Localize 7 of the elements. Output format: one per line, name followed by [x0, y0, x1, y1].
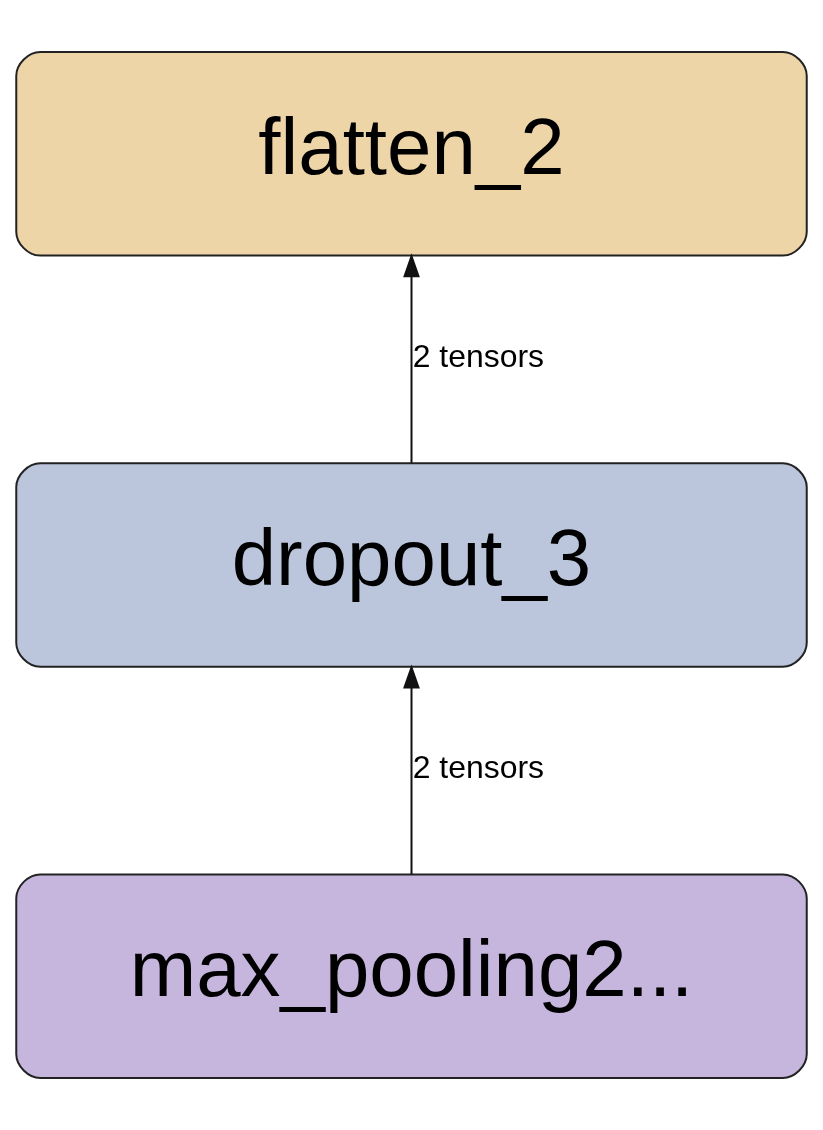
- node-box: dropout_3: [15, 462, 808, 668]
- arrow: [403, 664, 420, 876]
- node-box: max_pooling2...: [15, 873, 808, 1079]
- arrow: [403, 253, 420, 464]
- edge-label: 2 tensors: [412, 749, 545, 786]
- edge-label: 2 tensors: [412, 337, 545, 374]
- node-box: flatten_2: [15, 51, 808, 257]
